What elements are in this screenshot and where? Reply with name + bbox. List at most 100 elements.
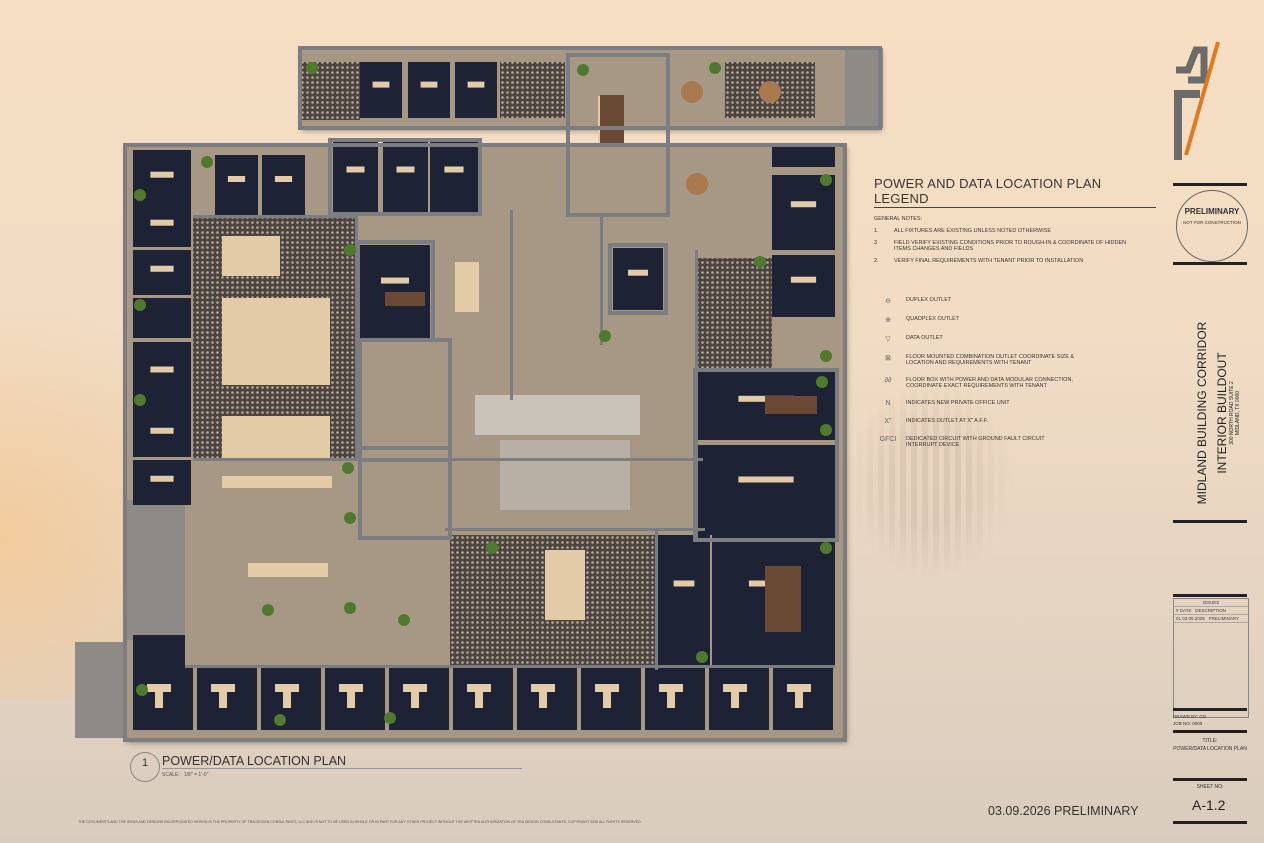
legend-title: POWER AND DATA LOCATION PLAN LEGEND bbox=[874, 176, 1156, 208]
symbol-icon: ⊖ bbox=[885, 298, 891, 305]
elevator-core bbox=[475, 395, 640, 435]
wall bbox=[193, 458, 703, 461]
private-office bbox=[133, 635, 185, 668]
wall bbox=[608, 243, 668, 315]
plant-icon bbox=[342, 462, 354, 474]
plant-icon bbox=[599, 330, 611, 342]
workstation bbox=[270, 416, 330, 458]
workstation bbox=[455, 262, 479, 312]
desk bbox=[275, 684, 299, 692]
title-value: POWER/DATA LOCATION PLAN bbox=[1173, 746, 1247, 752]
private-office bbox=[133, 412, 191, 457]
wall bbox=[655, 530, 658, 670]
desk bbox=[420, 81, 438, 88]
wall bbox=[510, 210, 513, 400]
notes-heading: GENERAL NOTES: bbox=[874, 216, 923, 222]
preliminary-stamp: PRELIMINARY NOT FOR CONSTRUCTION bbox=[1176, 190, 1248, 262]
desk bbox=[150, 366, 174, 373]
plant-icon bbox=[486, 542, 498, 554]
wall bbox=[355, 215, 358, 460]
desk bbox=[150, 219, 174, 226]
plant-icon bbox=[201, 156, 213, 168]
legend-symbol: X"INDICATES OUTLET AT X" A.F.F. bbox=[874, 418, 1164, 425]
private-office bbox=[215, 155, 258, 215]
wall bbox=[185, 665, 835, 668]
general-note: 2.VERIFY FINAL REQUIREMENTS WITH TENANT … bbox=[874, 258, 1084, 264]
private-office bbox=[430, 142, 478, 212]
divider bbox=[1173, 708, 1247, 711]
desk bbox=[411, 692, 419, 708]
plan-scale: SCALE: 1/8" = 1'-0" bbox=[162, 772, 209, 778]
desk bbox=[155, 692, 163, 708]
desk bbox=[347, 692, 355, 708]
wall bbox=[695, 250, 698, 540]
desk bbox=[795, 692, 803, 708]
divider bbox=[1173, 730, 1247, 733]
legend-symbol: ⊖DUPLEX OUTLET bbox=[874, 297, 1164, 305]
wall bbox=[123, 143, 847, 742]
wall bbox=[445, 528, 705, 531]
symbol-icon: X" bbox=[884, 418, 892, 425]
divider bbox=[1173, 594, 1247, 597]
round-table bbox=[681, 81, 703, 103]
workstation bbox=[270, 345, 330, 385]
desk bbox=[603, 692, 611, 708]
private-office bbox=[772, 145, 835, 167]
plant-icon bbox=[709, 62, 721, 74]
desk bbox=[738, 476, 794, 483]
conference-table bbox=[765, 566, 801, 632]
drawn-by: DRAWN BY: GD bbox=[1173, 714, 1207, 719]
round-table bbox=[686, 173, 708, 195]
stair-west bbox=[125, 500, 185, 640]
workstation bbox=[545, 550, 585, 620]
plan-number: 1 bbox=[130, 752, 160, 782]
desk bbox=[467, 684, 491, 692]
private-office bbox=[772, 255, 835, 317]
stamp-title: PRELIMINARY bbox=[1184, 207, 1240, 216]
desk bbox=[150, 171, 174, 178]
private-office bbox=[262, 155, 305, 215]
desk bbox=[673, 580, 695, 587]
project-name: MIDLAND BUILDING CORRIDOR bbox=[1195, 321, 1209, 505]
job-no: JOB NO: 0000 bbox=[1173, 721, 1203, 726]
restroom bbox=[500, 440, 630, 510]
private-office bbox=[383, 142, 428, 212]
divider bbox=[1173, 778, 1247, 781]
desk bbox=[628, 269, 648, 276]
private-office bbox=[133, 205, 191, 247]
legend-symbol: ⊠FLOOR MOUNTED COMBINATION OUTLET COORDI… bbox=[874, 354, 1164, 366]
desk bbox=[444, 166, 464, 173]
divider bbox=[1173, 520, 1247, 523]
open-workspace bbox=[500, 62, 565, 118]
plant-icon bbox=[344, 512, 356, 524]
symbol-icon: ⊠ bbox=[885, 355, 891, 362]
legend: POWER AND DATA LOCATION PLAN LEGEND GENE… bbox=[874, 176, 1164, 448]
divider bbox=[1173, 821, 1247, 824]
conference-table bbox=[385, 292, 425, 306]
symbol-icon: ⊕ bbox=[885, 317, 891, 324]
general-note: 1.ALL FIXTURES ARE EXISTING UNLESS NOTED… bbox=[874, 228, 1052, 234]
desk bbox=[274, 176, 293, 182]
private-office bbox=[133, 150, 191, 212]
desk bbox=[531, 684, 555, 692]
wall bbox=[193, 215, 358, 218]
tra-logo bbox=[1174, 41, 1220, 160]
workstation bbox=[222, 236, 280, 276]
plant-icon bbox=[306, 62, 318, 74]
desk bbox=[731, 692, 739, 708]
plant-icon bbox=[754, 256, 766, 268]
issue-date: 03.09.2026 PRELIMINARY bbox=[988, 804, 1139, 818]
desk bbox=[403, 684, 427, 692]
desk bbox=[150, 265, 174, 272]
desk bbox=[150, 475, 174, 482]
stamp-sub: NOT FOR CONSTRUCTION bbox=[1183, 220, 1241, 225]
disclaimer: THE DOCUMENTS AND THE IDEAS AND DESIGNS … bbox=[78, 820, 642, 824]
desk bbox=[595, 684, 619, 692]
round-table bbox=[759, 81, 781, 103]
desk bbox=[723, 684, 747, 692]
private-office bbox=[408, 62, 450, 118]
revision-row: 01 03.09.2026 PRELIMINARY bbox=[1174, 615, 1248, 623]
wall bbox=[566, 53, 670, 217]
